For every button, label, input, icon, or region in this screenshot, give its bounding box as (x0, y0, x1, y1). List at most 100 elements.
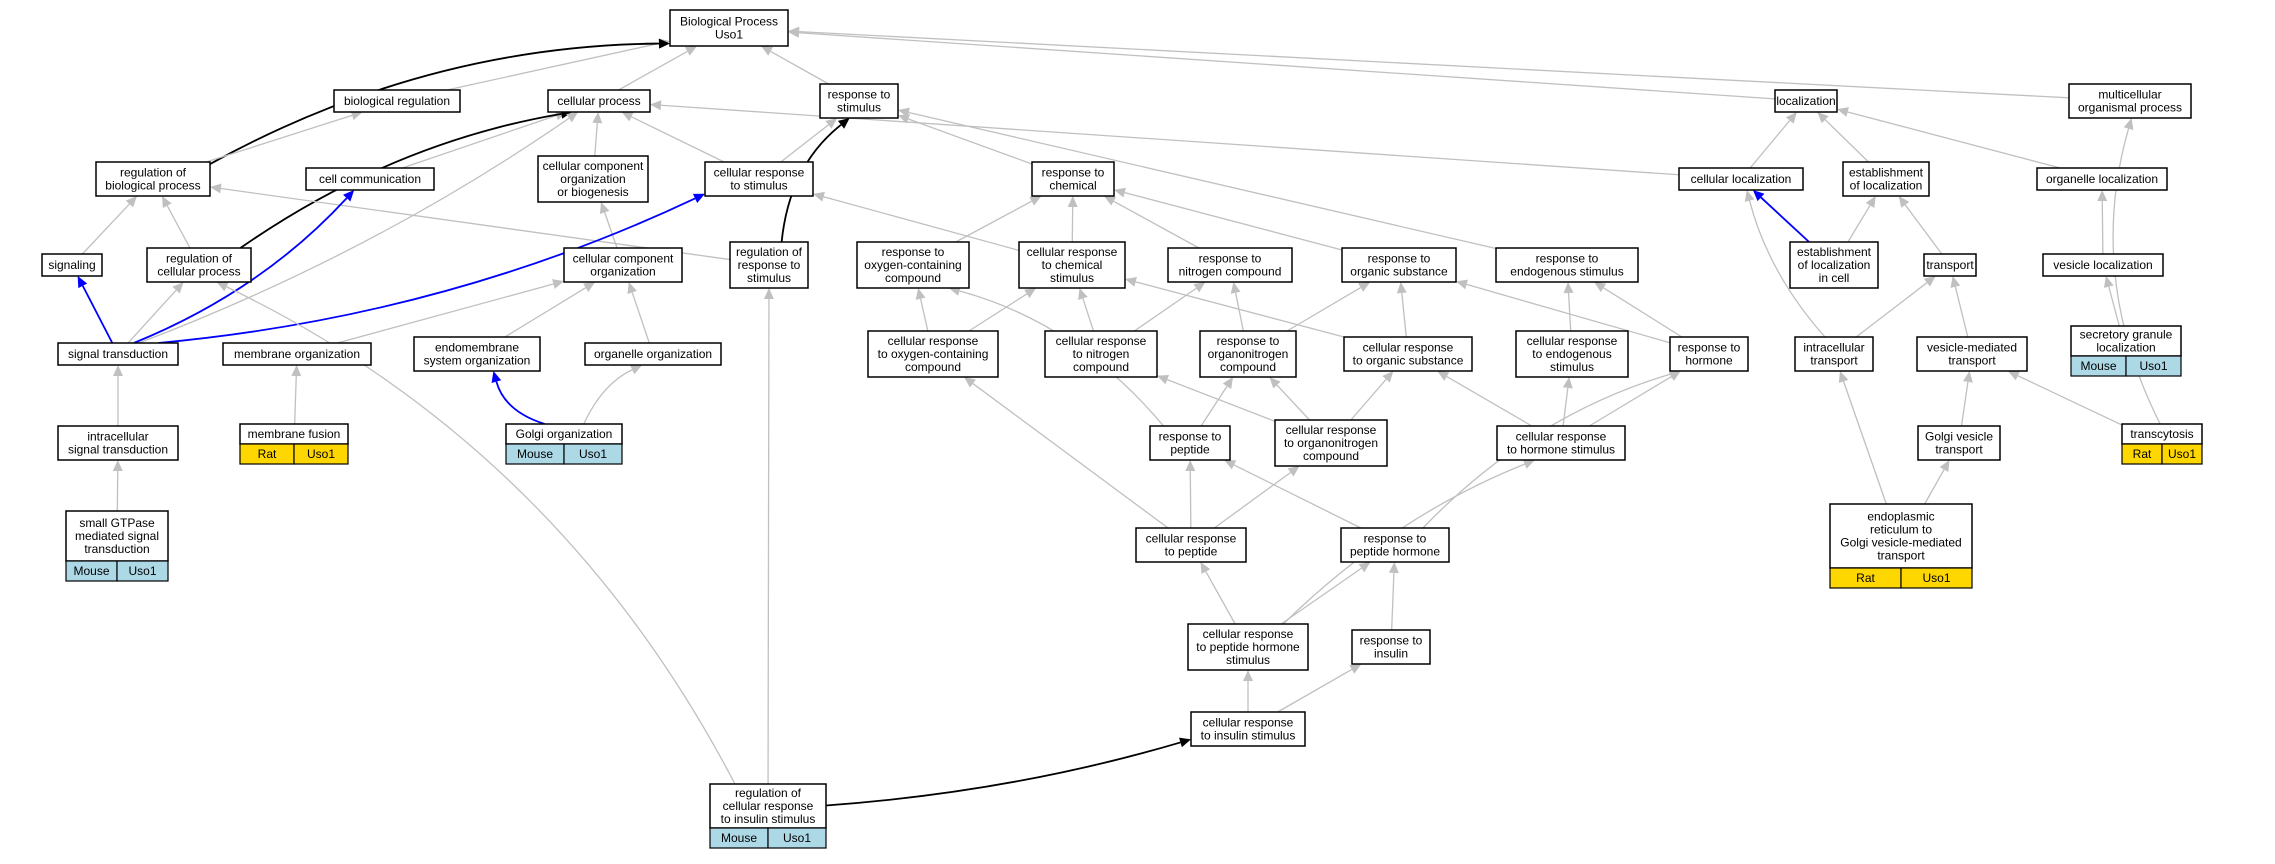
node-localization[interactable]: localization (1774, 89, 1838, 113)
arrowhead-cc_org-to-ccob (599, 202, 610, 215)
arrowhead-transport-to-estab_loc (1898, 196, 1910, 208)
edge-cell_resp_peptide_hormone-to-cell_resp_peptide (1205, 571, 1236, 625)
node-cell-loc[interactable]: cellular localization (1678, 167, 1804, 191)
node-box (146, 247, 252, 283)
node-label-line: transcytosis (2130, 427, 2193, 441)
edge-cellproc-to-bp (618, 50, 688, 91)
node-label-line: cellular response (888, 334, 979, 348)
arrowhead-ccob-to-cellproc (592, 112, 603, 124)
edge-reg_cell_proc-to-cellproc (239, 112, 562, 249)
node-label-line: stimulus (1050, 271, 1094, 285)
edge-endomem-to-cc_org (504, 287, 587, 338)
arrowhead-reg_bio-to-bp (658, 38, 670, 49)
node-box (819, 83, 899, 119)
node-label-line: hormone (1685, 354, 1733, 368)
node-label-line: of localization (1850, 179, 1923, 193)
node-label-line: compound (1303, 449, 1359, 463)
arrowhead-cell_loc-to-localization (1785, 112, 1797, 124)
node-box (1340, 527, 1450, 563)
node-box (2042, 253, 2164, 277)
arrowhead-mem_org-to-cc_org (552, 279, 564, 289)
node-sig-trans[interactable]: signal transduction (57, 342, 179, 366)
edge-sig_trans-to-cell_resp_stim (158, 197, 696, 344)
node-box (333, 89, 461, 113)
arrowhead-resp_oxy-to-resp_chem (1029, 196, 1042, 206)
node-cellproc[interactable]: cellular process (547, 89, 651, 113)
edge-vesicle_loc-to-organelle_loc (2101, 200, 2104, 255)
node-organelle-org[interactable]: organelle organization (584, 342, 722, 366)
node-label-line: Golgi vesicle-mediated (1840, 536, 1961, 550)
node-label-line: response to (882, 245, 945, 259)
node-label-line: organic substance (1350, 265, 1448, 279)
node-transport[interactable]: transport (1923, 253, 1977, 277)
node-organelle-loc[interactable]: organelle localization (2036, 167, 2168, 191)
node-signaling[interactable]: signaling (41, 253, 103, 277)
node-box (1515, 330, 1629, 378)
edge-cell_resp_nitro-to-cell_resp_chem (1082, 298, 1095, 332)
node-mem-org[interactable]: membrane organization (222, 342, 372, 366)
arrowhead-resp_stim-to-bp (761, 46, 774, 56)
node-box (413, 336, 541, 372)
node-label-line: localization (2096, 341, 2155, 355)
arrowhead-er_golgi-to-golgi_vesicle (1939, 460, 1950, 473)
edge-cell_resp_hormone-to-cell_resp_endo (1562, 387, 1569, 427)
node-label-line: cellular component (573, 252, 674, 266)
edge-cell_resp_oxy-to-cell_resp_chem (968, 293, 1028, 332)
node-label-line: compound (1220, 360, 1276, 374)
node-label-line: biological process (105, 179, 200, 193)
node-box (1018, 241, 1126, 289)
node-box (2068, 83, 2192, 119)
node-cell-comm[interactable]: cell communication (305, 167, 435, 191)
edge-organelle_loc-to-localization (1847, 111, 2061, 169)
edge-multicell-to-bp (798, 30, 2070, 99)
node-bioreg[interactable]: biological regulation (333, 89, 461, 113)
arrowhead-cell_resp_organonitro-to-cell_resp_org_sub (1382, 371, 1394, 383)
node-label-line: compound (1073, 360, 1129, 374)
node-vesicle-loc[interactable]: vesicle localization (2042, 253, 2164, 277)
